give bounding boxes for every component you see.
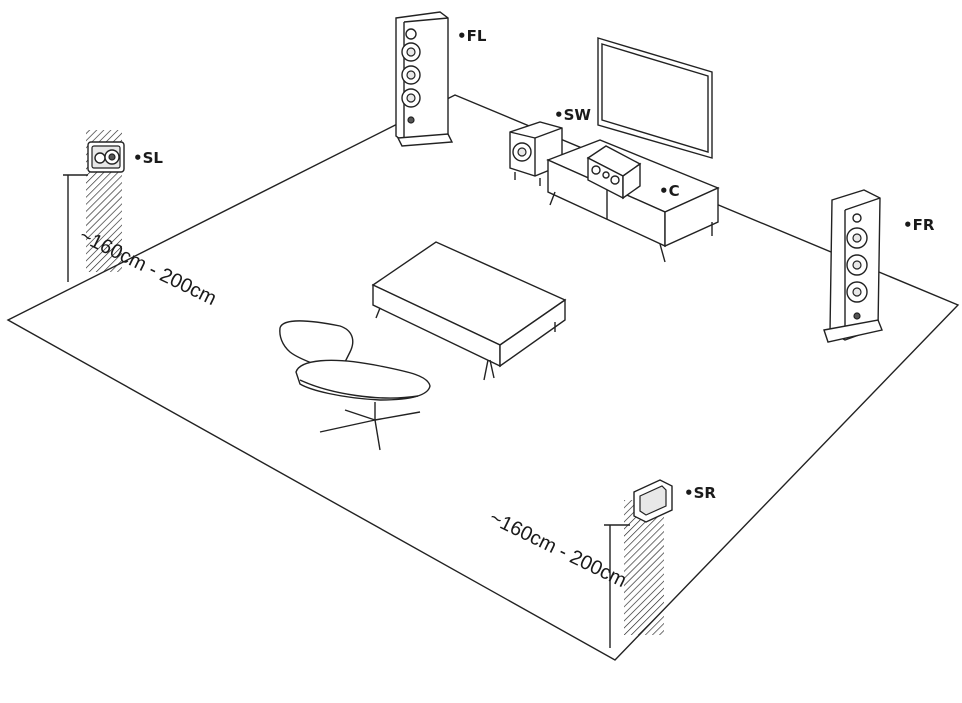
speaker-fr	[823, 189, 883, 343]
speaker-sl	[87, 141, 125, 173]
speaker-sr	[633, 479, 673, 523]
room-floor	[6, 94, 960, 661]
lounge-chair	[279, 320, 431, 451]
label-sw: •SW	[554, 106, 591, 124]
label-c: •C	[659, 182, 680, 200]
tv-cabinet	[546, 139, 720, 263]
label-fl: •FL	[457, 27, 487, 45]
height-label-right: ~160cm - 200cm	[486, 507, 630, 592]
coffee-table	[371, 241, 567, 381]
wall-mount-right	[604, 500, 664, 648]
label-sl: •SL	[133, 149, 163, 167]
label-fr: •FR	[903, 216, 935, 234]
speaker-c	[586, 145, 642, 200]
label-sr: •SR	[684, 484, 716, 502]
television	[597, 37, 713, 159]
channel-labels: •FL •SW •SL •C •FR •SR	[133, 27, 935, 502]
speaker-fl	[395, 11, 454, 147]
